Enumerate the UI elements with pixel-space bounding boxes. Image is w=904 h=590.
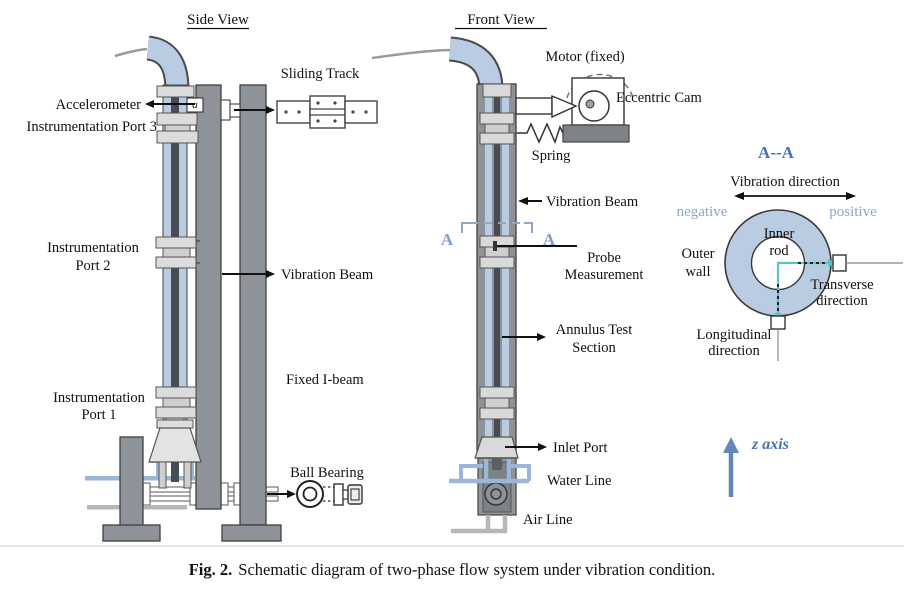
front-elbow-tube bbox=[448, 36, 504, 91]
spring-symbol bbox=[516, 122, 564, 145]
annulus-label-line1: Annulus Test bbox=[556, 322, 632, 338]
front-vibration-beam-arrow bbox=[518, 197, 542, 205]
side-view: Side View bbox=[27, 12, 378, 542]
section-mark-right: A bbox=[543, 230, 556, 249]
side-elbow-tube bbox=[145, 35, 190, 91]
inner-rod-label-line2: rod bbox=[769, 243, 789, 259]
side-top-cap bbox=[156, 85, 195, 98]
caption: Fig. 2. Schematic diagram of two-phase fl… bbox=[0, 545, 904, 579]
outer-wall-label-line2: wall bbox=[686, 264, 711, 280]
z-axis-arrow bbox=[723, 437, 739, 497]
inlet-port-arrow bbox=[505, 443, 547, 451]
motor-assembly bbox=[515, 73, 634, 143]
air-line-label: Air Line bbox=[523, 512, 573, 528]
vibration-direction-arrow bbox=[734, 192, 856, 200]
spring-label: Spring bbox=[532, 148, 571, 164]
positive-label: positive bbox=[829, 204, 877, 220]
port3-label: Instrumentation Port 3 bbox=[27, 119, 158, 135]
transverse-probe bbox=[832, 254, 903, 272]
front-probe-port-flanges bbox=[479, 235, 515, 269]
side-fixed-i-beam bbox=[221, 84, 282, 542]
probe-measurement-leader bbox=[493, 241, 577, 251]
side-inlet-wire bbox=[114, 47, 148, 58]
side-funnel bbox=[148, 417, 202, 489]
z-axis-label: z axis bbox=[751, 436, 789, 453]
transverse-label-line2: direction bbox=[816, 293, 868, 309]
front-view-title: Front View bbox=[467, 12, 535, 28]
front-upper-port-flanges bbox=[479, 112, 515, 145]
longitudinal-probe bbox=[770, 315, 786, 361]
inner-rod-label-line1: Inner bbox=[764, 226, 795, 242]
sliding-track-label: Sliding Track bbox=[281, 66, 360, 82]
ball-bearing-label: Ball Bearing bbox=[290, 465, 364, 481]
annulus-label-line2: Section bbox=[572, 340, 616, 356]
port2-label-line1: Instrumentation bbox=[47, 240, 140, 256]
eccentric-cam-label: Eccentric Cam bbox=[616, 90, 702, 106]
side-port3-flanges bbox=[156, 112, 199, 144]
negative-label: negative bbox=[677, 204, 728, 220]
section-mark-left: A bbox=[441, 230, 454, 249]
caption-text: Schematic diagram of two-phase flow syst… bbox=[238, 560, 715, 579]
outer-wall-label-line1: Outer bbox=[681, 246, 714, 262]
measurement-direction-lines bbox=[774, 259, 837, 322]
front-inlet-cone bbox=[474, 436, 519, 459]
water-line-label: Water Line bbox=[547, 473, 611, 489]
cross-section: A--A Vibration direction negative positi… bbox=[677, 143, 903, 497]
front-top-cap bbox=[482, 83, 512, 98]
caption-fig-number: Fig. 2. bbox=[189, 560, 233, 579]
sliding-track-arrow bbox=[234, 106, 275, 114]
accelerometer-symbol: a bbox=[192, 99, 198, 111]
side-port2-flanges bbox=[155, 236, 200, 269]
side-vibration-beam bbox=[195, 84, 222, 510]
fixed-i-beam-label: Fixed I-beam bbox=[286, 372, 364, 388]
front-vibration-beam-label: Vibration Beam bbox=[546, 194, 639, 210]
front-inlet-wire bbox=[371, 48, 453, 60]
cross-section-title: A--A bbox=[758, 143, 795, 162]
side-vibration-beam-arrow bbox=[222, 270, 275, 278]
inlet-port-label: Inlet Port bbox=[553, 440, 607, 456]
port1-label-line2: Port 1 bbox=[81, 407, 116, 423]
front-lower-port-flanges bbox=[479, 386, 515, 420]
side-vibration-beam-label: Vibration Beam bbox=[281, 267, 374, 283]
section-cut-marks bbox=[461, 222, 533, 233]
accelerometer-label: Accelerometer bbox=[56, 97, 142, 113]
front-air-line bbox=[451, 515, 508, 534]
accelerometer-arrow bbox=[145, 100, 195, 108]
front-water-line bbox=[449, 459, 531, 484]
annulus-arrow bbox=[502, 333, 546, 341]
longitudinal-label-line1: Longitudinal bbox=[697, 327, 772, 343]
front-view: Front View Motor ( bbox=[371, 12, 702, 534]
port2-label-line2: Port 2 bbox=[75, 258, 110, 274]
probe-label-line1: Probe bbox=[587, 250, 621, 266]
port1-label-line1: Instrumentation bbox=[53, 390, 146, 406]
side-support-column bbox=[102, 436, 161, 542]
ball-bearing-icon bbox=[296, 480, 363, 508]
longitudinal-label-line2: direction bbox=[708, 343, 760, 359]
ball-bearing-arrow bbox=[267, 490, 296, 498]
side-view-title: Side View bbox=[187, 12, 249, 28]
side-port1-flanges bbox=[155, 386, 197, 419]
sliding-track-icon bbox=[276, 95, 378, 129]
vibration-direction-label: Vibration direction bbox=[730, 174, 841, 190]
figure-caption: Fig. 2. Schematic diagram of two-phase fl… bbox=[189, 560, 716, 579]
probe-label-line2: Measurement bbox=[565, 267, 644, 283]
transverse-label-line1: Transverse bbox=[810, 277, 873, 293]
motor-label: Motor (fixed) bbox=[545, 49, 624, 65]
